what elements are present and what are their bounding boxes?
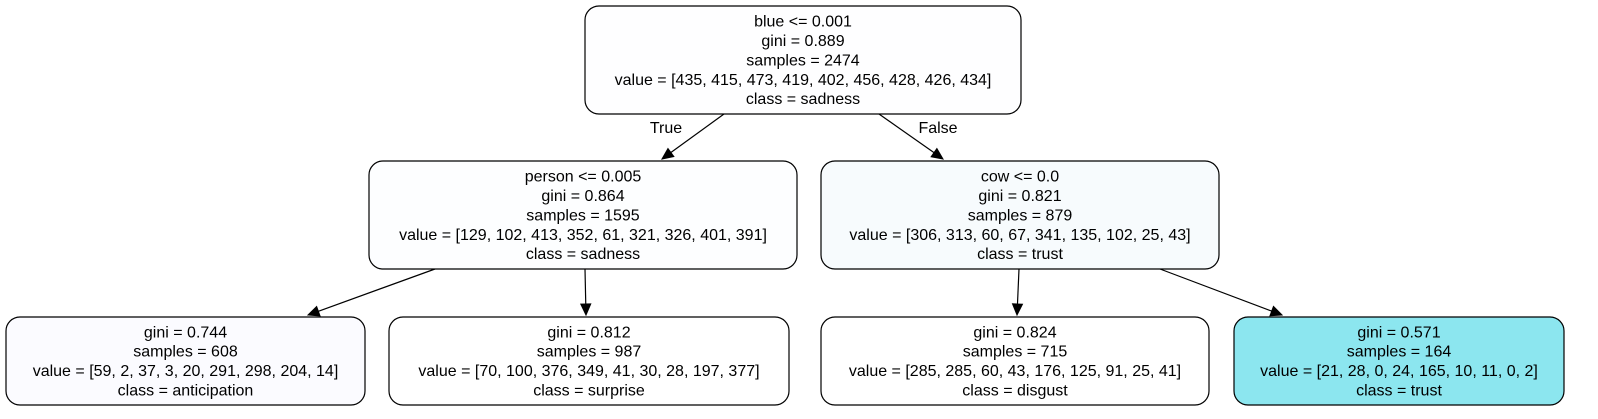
tree-node-left: person <= 0.005 gini = 0.864 samples = 159… [368, 160, 798, 270]
node-text-line: cow <= 0.0 [981, 169, 1059, 186]
tree-node-root: blue <= 0.001 gini = 0.889 samples = 2474 v… [584, 5, 1022, 115]
node-text-line: value = [435, 415, 473, 419, 402, 456, 4… [615, 72, 992, 89]
arrowhead-icon [930, 147, 944, 160]
node-text-line: gini = 0.744 [144, 324, 227, 341]
node-text-line: samples = 987 [537, 344, 642, 361]
node-text-line: value = [59, 2, 37, 3, 20, 291, 298, 204… [33, 363, 339, 380]
arrowhead-icon [1269, 305, 1284, 317]
node-text-line: value = [306, 313, 60, 67, 341, 135, 102… [849, 227, 1190, 244]
edge-label: False [918, 120, 957, 137]
node-text-line: gini = 0.864 [541, 188, 624, 205]
node-text-line: samples = 164 [1347, 344, 1452, 361]
node-text-line: value = [129, 102, 413, 352, 61, 321, 32… [399, 227, 767, 244]
arrowhead-icon [661, 147, 675, 160]
node-text-line: class = disgust [962, 383, 1068, 400]
node-text-line: gini = 0.889 [761, 33, 844, 50]
tree-node-leaf2: gini = 0.812 samples = 987 value = [70, 10… [388, 316, 790, 406]
node-text-line: value = [285, 285, 60, 43, 176, 125, 91,… [849, 363, 1181, 380]
node-text-line: gini = 0.821 [978, 188, 1061, 205]
node-text-line: class = sadness [526, 246, 640, 263]
edge-right-leaf3 [1011, 268, 1024, 317]
edge-root-right: False [878, 113, 958, 160]
node-box [584, 5, 1022, 115]
edge-left-leaf1 [306, 268, 436, 317]
edge-line [1159, 268, 1272, 312]
node-text-line: class = trust [977, 246, 1063, 263]
edge-left-leaf2 [579, 268, 592, 317]
edge-label: True [650, 120, 682, 137]
node-text-line: samples = 608 [133, 344, 238, 361]
node-text-line: class = surprise [533, 383, 645, 400]
node-box [368, 160, 798, 270]
edge-line [1016, 268, 1020, 305]
node-text-line: blue <= 0.001 [754, 14, 852, 31]
arrowhead-icon [1011, 303, 1024, 317]
node-text-line: samples = 2474 [746, 52, 860, 69]
node-text-line: value = [70, 100, 376, 349, 41, 30, 28, … [418, 363, 759, 380]
arrowhead-icon [306, 305, 321, 317]
edge-line [878, 113, 935, 154]
node-box [388, 316, 790, 406]
node-text-line: class = anticipation [118, 383, 254, 400]
edge-root-left: True [650, 113, 725, 160]
node-box [820, 316, 1210, 406]
node-text-line: samples = 715 [963, 344, 1068, 361]
tree-node-leaf3: gini = 0.824 samples = 715 value = [285, 2… [820, 316, 1210, 406]
node-text-line: gini = 0.824 [973, 324, 1056, 341]
node-box [1233, 316, 1565, 406]
node-box [820, 160, 1220, 270]
node-box [5, 316, 366, 406]
tree-node-leaf1: gini = 0.744 samples = 608 value = [59, 2,… [5, 316, 366, 406]
node-text-line: class = sadness [746, 91, 860, 108]
node-text-line: gini = 0.812 [547, 324, 630, 341]
edge-line [318, 268, 436, 312]
node-text-line: person <= 0.005 [525, 169, 642, 186]
edge-right-leaf4 [1159, 268, 1284, 317]
nodes-layer: blue <= 0.001 gini = 0.889 samples = 2474 v… [5, 5, 1565, 406]
node-text-line: class = trust [1356, 383, 1442, 400]
node-text-line: samples = 879 [968, 207, 1073, 224]
node-text-line: value = [21, 28, 0, 24, 165, 10, 11, 0, … [1260, 363, 1538, 380]
edges-layer: True False [306, 113, 1284, 317]
edge-line [670, 113, 725, 154]
node-text-line: gini = 0.571 [1357, 324, 1440, 341]
edge-line [584, 268, 587, 305]
tree-node-right: cow <= 0.0 gini = 0.821 samples = 879 value… [820, 160, 1220, 270]
tree-node-leaf4: gini = 0.571 samples = 164 value = [21, 28… [1233, 316, 1565, 406]
arrowhead-icon [579, 303, 592, 317]
node-text-line: samples = 1595 [526, 207, 640, 224]
